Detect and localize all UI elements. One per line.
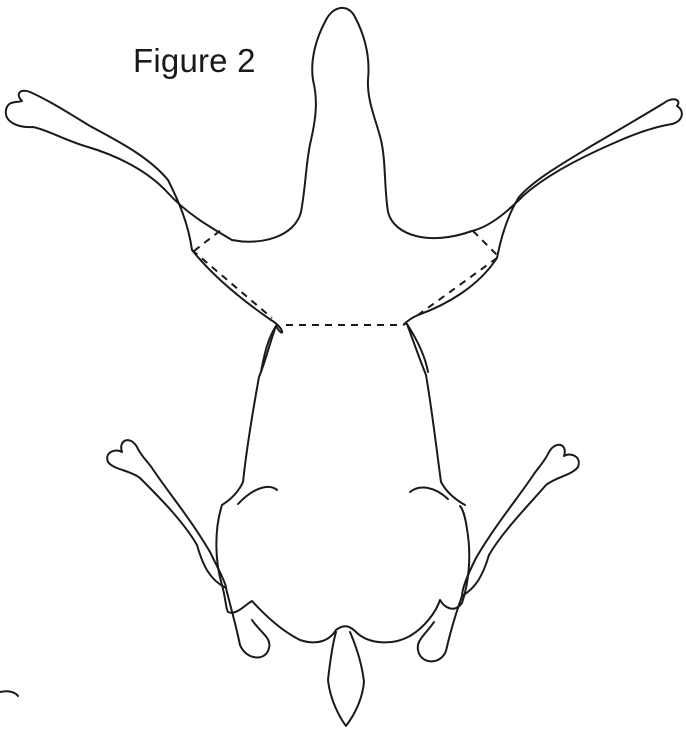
left-shoulder-cut-line bbox=[194, 230, 221, 251]
left-hind-leg-lower bbox=[226, 588, 269, 657]
right-chest-cut-line bbox=[418, 258, 497, 315]
right-shoulder-cut-line bbox=[473, 231, 500, 258]
right-haunch-arc bbox=[410, 488, 448, 499]
right-hind-leg-outline bbox=[462, 445, 579, 596]
torso-right-side bbox=[407, 324, 465, 505]
left-hind-leg-outline bbox=[107, 440, 226, 588]
left-haunch-arc bbox=[238, 487, 277, 504]
edge-stroke-mark bbox=[0, 691, 18, 696]
torso-left-side bbox=[222, 326, 276, 505]
left-chest-cut-line bbox=[192, 250, 272, 318]
right-front-leg-outline bbox=[404, 99, 682, 324]
right-hind-leg-lower bbox=[418, 596, 462, 661]
neck-outline bbox=[232, 8, 472, 242]
left-front-leg-outline bbox=[6, 91, 282, 333]
tail-outline bbox=[328, 632, 364, 726]
